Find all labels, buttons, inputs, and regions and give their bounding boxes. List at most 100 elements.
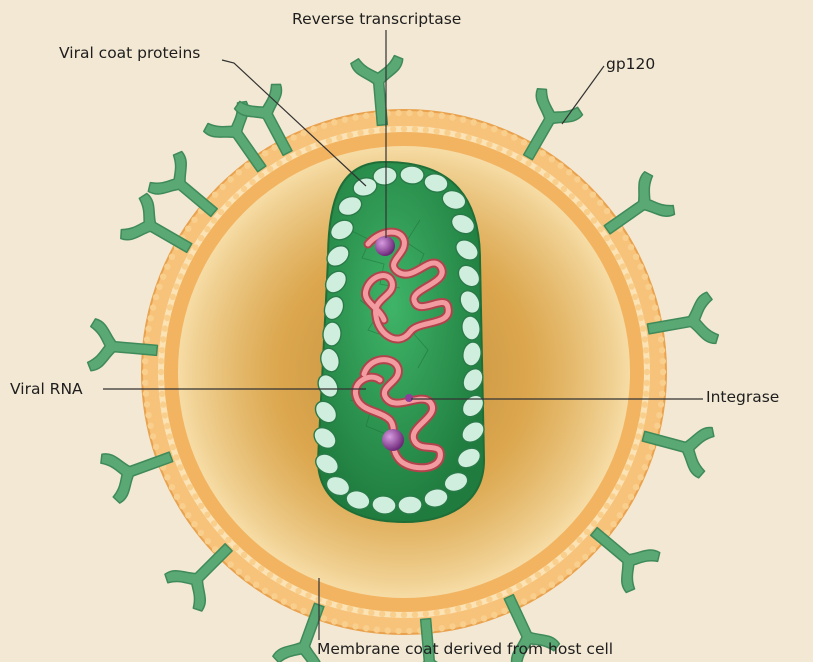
lipid-head (286, 155, 292, 161)
lipid-head (486, 141, 492, 147)
lipid-head (617, 512, 623, 518)
lipid-head (633, 254, 639, 260)
lipid-head (576, 201, 582, 207)
lipid-head (185, 226, 191, 232)
lipid-head (549, 156, 555, 162)
lipid-head (540, 150, 546, 156)
lipid-head (584, 209, 590, 215)
lipid-head (401, 612, 407, 618)
lipid-head (496, 592, 502, 598)
lipid-head (204, 512, 210, 518)
lipid-head (291, 134, 297, 140)
lipid-head (615, 484, 621, 490)
lipid-head (511, 134, 517, 140)
lipid-head (654, 423, 660, 429)
lipid-head (660, 380, 666, 386)
lipid-head (597, 512, 603, 518)
lipid-head (249, 179, 255, 185)
lipid-head (460, 117, 466, 123)
lipid-head (187, 254, 193, 260)
lipid-head (233, 544, 239, 550)
lipid-head (153, 444, 159, 450)
lipid-head (597, 226, 603, 232)
lipid-head (174, 494, 180, 500)
lipid-head (624, 464, 630, 470)
lipid-head (253, 582, 259, 588)
lipid-head (363, 625, 369, 631)
lipid-head (169, 484, 175, 490)
lipid-head (295, 150, 301, 156)
lipid-head (164, 423, 170, 429)
lipid-head (481, 123, 487, 129)
lipid-head (574, 176, 580, 182)
lipid-head (590, 546, 596, 552)
lipid-head (628, 244, 634, 250)
lipid-head (521, 139, 527, 145)
lipid-head (557, 575, 563, 581)
lipid-head (561, 552, 567, 558)
lipid-head (241, 552, 247, 558)
lipid-head (144, 401, 150, 407)
lipid-head (401, 126, 407, 132)
lipid-head (544, 172, 550, 178)
lipid-head (182, 474, 188, 480)
lipid-head (406, 110, 412, 116)
lipid-head (640, 325, 646, 331)
lipid-head (444, 608, 450, 614)
lipid-head (158, 358, 164, 364)
lipid-head (225, 201, 231, 207)
lipid-head (162, 412, 168, 418)
lipid-head (465, 603, 471, 609)
lipid-head (406, 628, 412, 634)
lipid-head (521, 598, 527, 604)
lipid-head (649, 294, 655, 300)
lipid-head (628, 283, 634, 289)
lipid-head (357, 130, 363, 136)
lipid-head (501, 608, 507, 614)
lipid-head (167, 433, 173, 439)
lipid-head (620, 263, 626, 269)
lipid-head (643, 347, 649, 353)
lipid-head (145, 326, 151, 332)
lipid-head (644, 369, 650, 375)
lipid-head (144, 336, 150, 342)
lipid-head (412, 126, 418, 132)
lipid-head (658, 401, 664, 407)
lipid-head (660, 369, 666, 375)
label-integrase: Integrase (706, 388, 779, 406)
lipid-head (481, 615, 487, 621)
lipid-head (433, 610, 439, 616)
lipid-head (374, 626, 380, 632)
lipid-head (486, 596, 492, 602)
lipid-head (604, 235, 610, 241)
lipid-head (471, 618, 477, 624)
lipid-head (326, 600, 332, 606)
lipid-head (267, 166, 273, 172)
lipid-head (177, 273, 183, 279)
lipid-head (211, 520, 217, 526)
lipid-head (552, 559, 558, 565)
lipid-head (143, 391, 149, 397)
lipid-head (145, 412, 151, 418)
lipid-head (658, 336, 664, 342)
lipid-head (439, 113, 445, 119)
lipid-head (544, 565, 550, 571)
lipid-head (142, 369, 148, 375)
lipid-head (525, 577, 531, 583)
lipid-head (185, 512, 191, 518)
lipid-head (645, 284, 651, 290)
lipid-head (169, 254, 175, 260)
lipid-head (347, 132, 353, 138)
lipid-head (271, 145, 277, 151)
lipid-head (164, 315, 170, 321)
lipid-head (660, 358, 666, 364)
lipid-head (244, 163, 250, 169)
lipid-head (198, 235, 204, 241)
lipid-head (142, 358, 148, 364)
lipid-head (597, 200, 603, 206)
lipid-head (198, 503, 204, 509)
lipid-head (552, 179, 558, 185)
lipid-head (228, 176, 234, 182)
lipid-head (336, 135, 342, 141)
lipid-head (444, 130, 450, 136)
